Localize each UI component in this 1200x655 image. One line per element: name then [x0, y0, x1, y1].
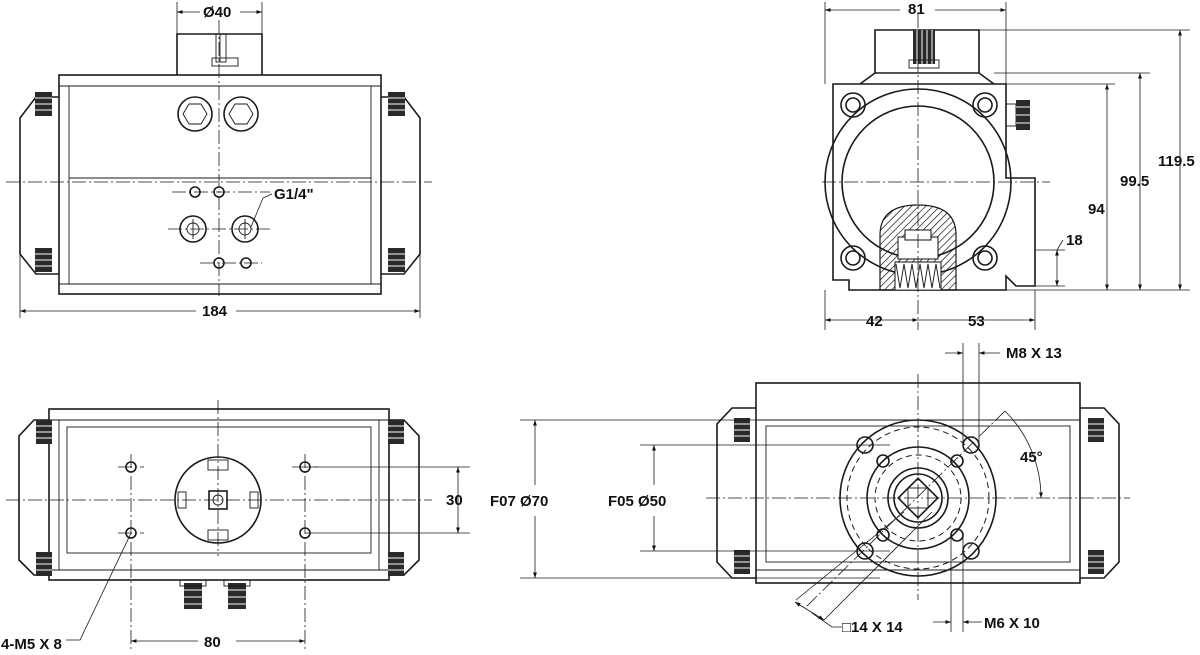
dim-offset-left: 42	[866, 313, 883, 330]
thread-f07-label: M8 X 13	[1006, 345, 1062, 362]
dim-overall-length: 184	[202, 303, 228, 320]
angle-label: 45°	[1020, 449, 1043, 466]
dim-offset-right: 53	[968, 313, 985, 330]
mount-holes-label: 4-M5 X 8	[1, 636, 62, 653]
dim-height-body: 94	[1088, 201, 1105, 218]
flange-f07-label: F07 Ø70	[490, 493, 548, 510]
dim-height-total: 119.5	[1158, 153, 1195, 170]
square-drive-label: □14 X 14	[842, 619, 903, 636]
top-view	[6, 400, 470, 652]
dim-top-diameter: Ø40	[203, 4, 231, 21]
front-view	[6, 2, 432, 318]
dim-shaft-height: 18	[1066, 232, 1083, 249]
bottom-view	[520, 343, 1130, 632]
dim-horizontal-pitch: 80	[204, 634, 221, 651]
dim-side-width: 81	[908, 1, 925, 18]
dim-height-mount: 99.5	[1120, 173, 1149, 190]
side-view	[822, 2, 1190, 330]
port-thread-label: G1/4"	[274, 186, 314, 203]
flange-f05-label: F05 Ø50	[608, 493, 666, 510]
dim-vertical-pitch: 30	[446, 492, 463, 509]
thread-f05-label: M6 X 10	[984, 615, 1040, 632]
